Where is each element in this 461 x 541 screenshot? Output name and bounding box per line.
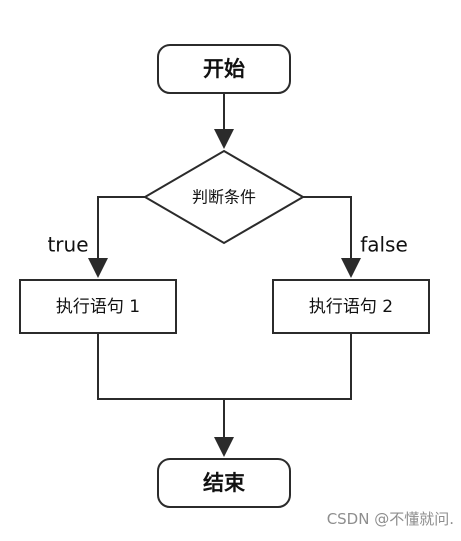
end-node: 结束: [157, 458, 291, 508]
false-branch-label: false: [360, 233, 408, 257]
end-node-label: 结束: [203, 471, 246, 495]
false-action-node: 执行语句 2: [272, 279, 430, 334]
condition-node-label: 判断条件: [192, 188, 256, 207]
edge-condition-to-true-action: [88, 196, 145, 278]
condition-node: 判断条件: [143, 149, 305, 245]
edge-merge: [97, 333, 352, 400]
start-node: 开始: [157, 44, 291, 94]
true-action-node: 执行语句 1: [19, 279, 177, 334]
watermark: CSDN @不懂就问.: [326, 510, 454, 528]
false-action-label: 执行语句 2: [309, 297, 393, 317]
edge-condition-to-false-action: [303, 196, 361, 278]
start-node-label: 开始: [203, 57, 245, 81]
true-branch-label: true: [47, 233, 88, 257]
true-action-label: 执行语句 1: [56, 297, 140, 317]
